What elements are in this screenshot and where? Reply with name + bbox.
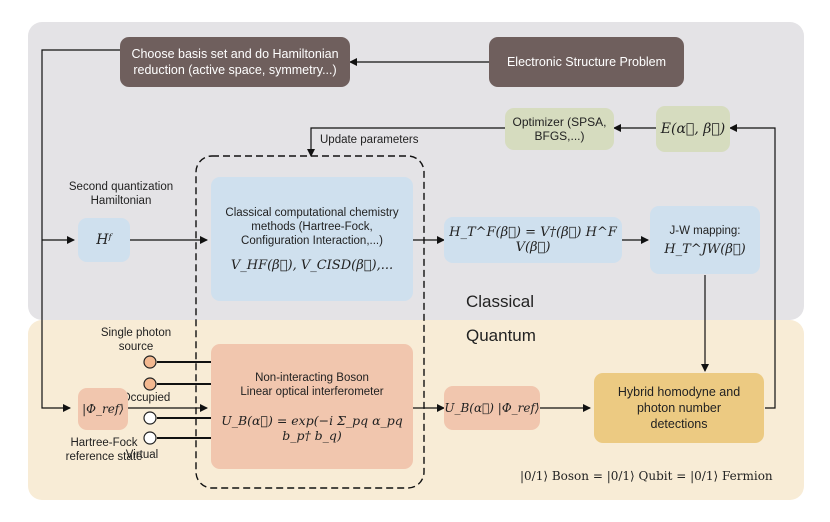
detection-line2: photon number: [636, 401, 722, 415]
detection-line1: Hybrid homodyne and: [617, 385, 741, 399]
hartree-fock-label: Hartree-Fock reference state: [44, 436, 164, 464]
transformed-hamiltonian-box: H_T^F(β⃗) = V†(β⃗) H^F V(β⃗): [444, 217, 622, 263]
virtual-mode-circle-2: [143, 431, 157, 445]
electronic-structure-box: Electronic Structure Problem: [489, 37, 684, 87]
state-equivalence: |0/1⟩ Boson = |0/1⟩ Qubit = |0/1⟩ Fermio…: [520, 469, 773, 483]
hamiltonian-box: Hᶠ: [78, 218, 130, 262]
transformed-hamiltonian-formula: H_T^F(β⃗) = V†(β⃗) H^F V(β⃗): [449, 225, 617, 255]
classical-region-label: Classical: [466, 292, 535, 311]
detection-line3: detections: [650, 417, 708, 431]
jw-mapping-formula: H_T^JW(β⃗): [664, 241, 746, 257]
occupied-label: Occupied: [121, 392, 171, 404]
hartree-fock-line1: Hartree-Fock: [70, 437, 138, 449]
prepared-state-box: U_B(α⃗) |Φ_ref⟩: [444, 386, 540, 430]
basis-set-line1: Choose basis set and do Hamiltonian: [131, 47, 339, 61]
basis-set-line2: reduction (active space, symmetry...): [133, 63, 337, 77]
update-parameters-label: Update parameters: [320, 134, 419, 146]
second-quant-line2: Hamiltonian: [90, 195, 152, 207]
jw-mapping-box: J-W mapping: H_T^JW(β⃗): [650, 206, 760, 274]
optimizer-box: Optimizer (SPSA, BFGS,...): [505, 108, 614, 150]
energy-formula: E(α⃗, β⃗): [660, 121, 726, 137]
classical-methods-line2: methods (Hartree-Fock,: [251, 220, 373, 233]
arrow-detection-to-energy: [729, 124, 776, 409]
reference-state-box: |Φ_ref⟩: [78, 388, 128, 430]
virtual-label: Virtual: [125, 449, 159, 461]
basis-set-box: Choose basis set and do Hamiltonian redu…: [120, 37, 350, 87]
photon-source-label: Single photon source: [96, 326, 176, 354]
occupied-mode-circle-2: [143, 377, 157, 391]
prepared-state-formula: U_B(α⃗) |Φ_ref⟩: [444, 401, 540, 415]
photon-source-line2: source: [118, 341, 154, 353]
classical-methods-line1: Classical computational chemistry: [225, 206, 399, 219]
reference-state-formula: |Φ_ref⟩: [82, 402, 124, 416]
virtual-mode-circle-1: [143, 411, 157, 425]
hartree-fock-line2: reference state: [65, 451, 143, 463]
jw-mapping-label: J-W mapping:: [669, 224, 741, 237]
occupied-mode-circle-1: [143, 355, 157, 369]
energy-box: E(α⃗, β⃗): [656, 106, 730, 152]
classical-methods-formula: V_HF(β⃗), V_CISD(β⃗),...: [230, 257, 394, 273]
boson-interferometer-box: Non-interacting Boson Linear optical int…: [211, 344, 413, 469]
hamiltonian-formula: Hᶠ: [96, 232, 112, 248]
classical-methods-line3: Configuration Interaction,...): [241, 234, 383, 247]
quantum-region-label: Quantum: [466, 326, 536, 345]
electronic-structure-label: Electronic Structure Problem: [506, 55, 667, 69]
arrow-optimizer-to-update: [307, 127, 505, 157]
detection-box: Hybrid homodyne and photon number detect…: [594, 373, 764, 443]
classical-methods-box: Classical computational chemistry method…: [211, 177, 413, 301]
boson-formula: U_B(α⃗) = exp(−i Σ_pq α_pq b_p† b_q): [221, 412, 403, 443]
arrow-basis-to-reference: [41, 49, 120, 412]
boson-line2: Linear optical interferometer: [240, 385, 384, 398]
second-quant-label: Second quantization Hamiltonian: [56, 180, 186, 208]
dashed-enclosure: [195, 155, 425, 489]
boson-line1: Non-interacting Boson: [255, 371, 369, 384]
second-quant-line1: Second quantization: [68, 181, 174, 193]
optimizer-label: Optimizer (SPSA, BFGS,...): [512, 115, 607, 143]
photon-source-line1: Single photon: [100, 327, 172, 339]
